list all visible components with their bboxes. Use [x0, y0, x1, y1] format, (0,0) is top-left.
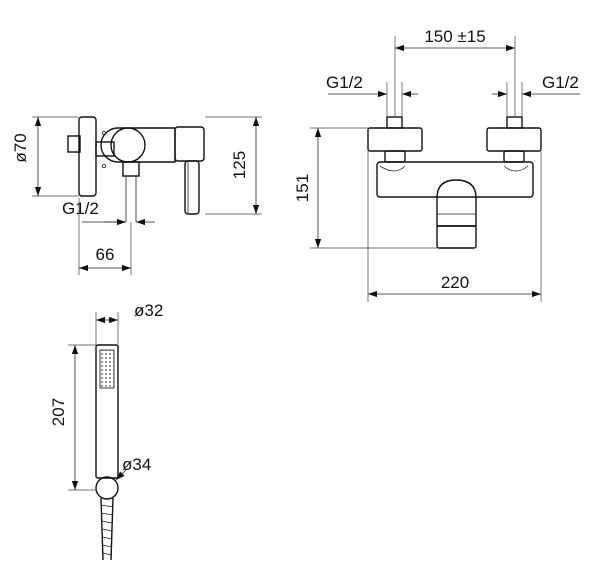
front-mixer-bar	[376, 161, 534, 198]
front-height-label: 151	[293, 174, 312, 202]
front-outlet	[436, 225, 477, 249]
front-left-flange	[367, 127, 423, 152]
side-height-label: 125	[230, 151, 249, 179]
side-lever-hub	[174, 126, 205, 162]
hand-shower-spray-face	[99, 349, 115, 389]
front-width-label: 220	[441, 273, 469, 292]
side-wall-flange	[78, 116, 97, 197]
side-view: ø70 125 G1/2 66	[11, 116, 262, 275]
side-depth-label: 66	[96, 245, 115, 264]
front-thread-right-label: G1/2	[542, 73, 579, 92]
hand-dia-holder-label: ø34	[122, 455, 151, 474]
side-mixer-body	[100, 127, 176, 163]
front-right-flange	[486, 127, 542, 152]
front-thread-left-label: G1/2	[326, 73, 363, 92]
side-stub	[67, 135, 81, 153]
front-spout	[436, 179, 477, 227]
side-thread-label: G1/2	[62, 199, 99, 218]
side-outlet	[122, 161, 140, 177]
side-lever	[184, 160, 200, 215]
hand-shower-holder	[95, 476, 119, 500]
hand-length-label: 207	[49, 398, 68, 426]
side-dia-label: ø70	[11, 133, 30, 162]
hand-dia-head-label: ø32	[134, 301, 163, 320]
front-centers-label: 150 ±15	[424, 27, 485, 46]
hand-shower-handle	[95, 344, 119, 479]
front-view: 150 ±15 G1/2 G1/2 151 220	[293, 27, 580, 302]
hand-shower: ø32 207 ø34	[49, 301, 163, 561]
